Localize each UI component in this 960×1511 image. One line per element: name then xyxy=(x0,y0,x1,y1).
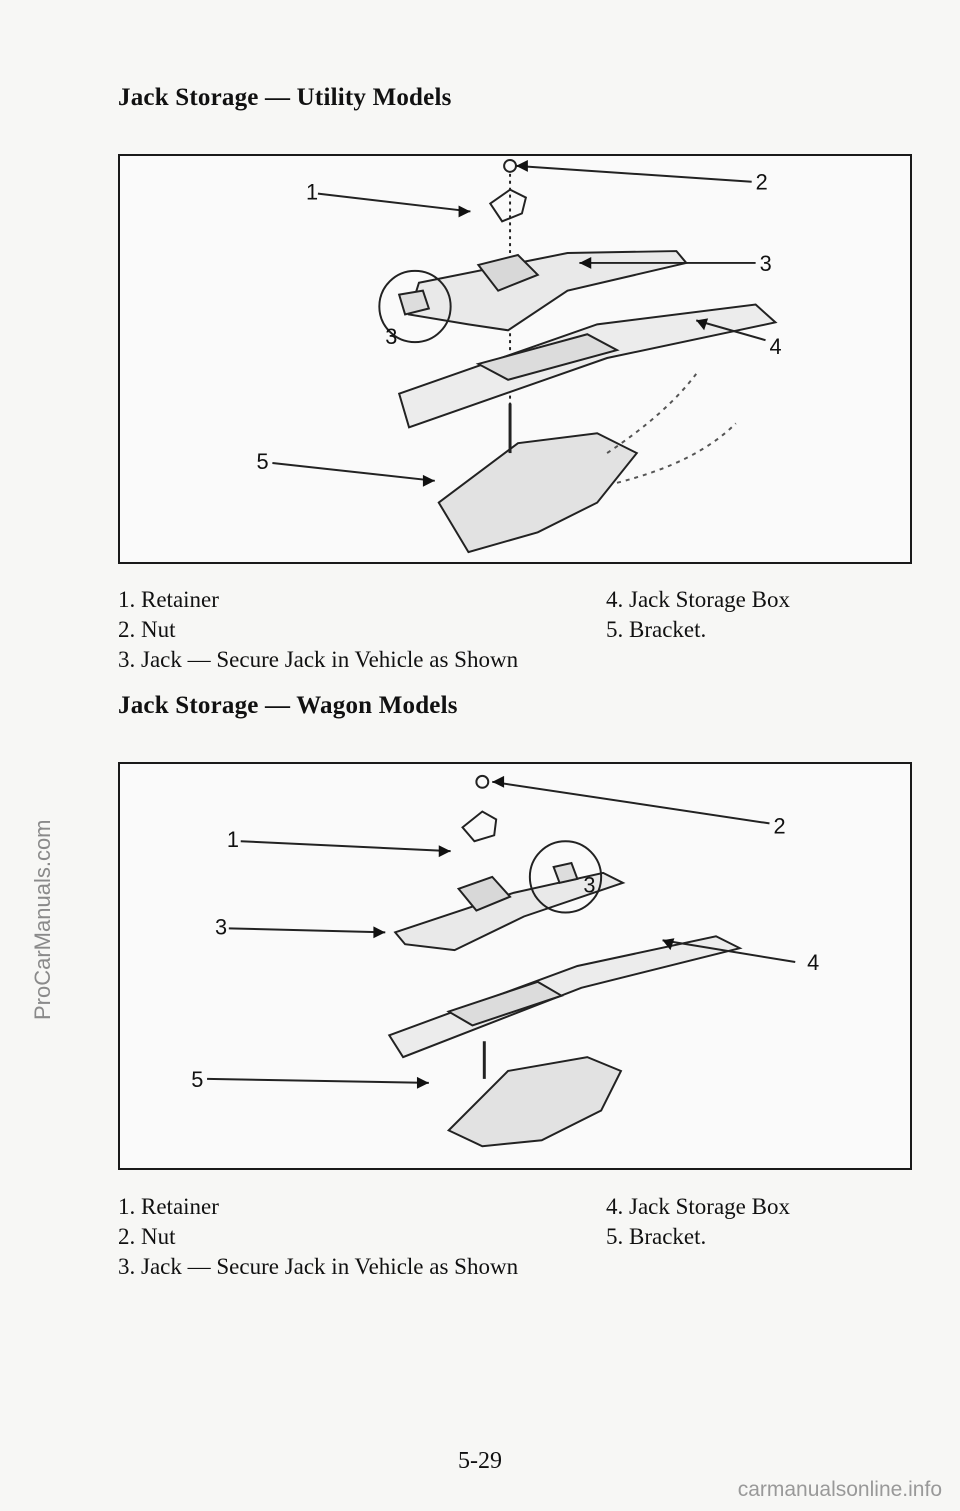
callout-5: 5 xyxy=(257,449,269,474)
utility-jack-diagram: 1 2 3 3 4 5 xyxy=(257,158,782,554)
jack-box-shape xyxy=(397,303,778,429)
callout-3: 3 xyxy=(215,914,227,939)
legend-item: 3. Jack — Secure Jack in Vehicle as Show… xyxy=(118,647,519,672)
footer-url: carmanualsonline.info xyxy=(737,1478,942,1501)
legend-item: 2. Nut xyxy=(118,617,176,642)
page-number: 5-29 xyxy=(458,1448,502,1474)
section-heading-utility: Jack Storage — Utility Models xyxy=(118,84,452,111)
jack-box-shape xyxy=(387,935,743,1059)
figure-utility-jack-storage: 1 2 3 3 4 5 xyxy=(118,154,912,564)
retainer-shape xyxy=(461,810,498,843)
jack-shape xyxy=(393,871,626,952)
legend-item: 3. Jack — Secure Jack in Vehicle as Show… xyxy=(118,1254,519,1279)
wagon-jack-diagram: 1 2 3 3 4 5 xyxy=(191,774,819,1148)
sidebar-watermark: ProCarManuals.com xyxy=(30,819,55,1020)
jack-detail-circle xyxy=(378,269,452,344)
legend-item: 2. Nut xyxy=(118,1224,176,1249)
section-heading-wagon: Jack Storage — Wagon Models xyxy=(118,692,458,719)
nut-shape xyxy=(475,774,490,789)
callout-1: 1 xyxy=(227,827,239,852)
bracket-shape xyxy=(437,432,639,554)
callout-3-circle: 3 xyxy=(385,324,397,349)
jack-detail-circle xyxy=(528,840,603,914)
callout-5: 5 xyxy=(191,1067,203,1092)
legend-item: 5. Bracket. xyxy=(606,617,707,642)
legend-item: 1. Retainer xyxy=(118,1194,219,1219)
callout-3-circle: 3 xyxy=(583,873,595,898)
legend-item: 1. Retainer xyxy=(118,587,219,612)
callout-2: 2 xyxy=(756,170,768,195)
figure-wagon-jack-storage: 1 2 3 3 4 5 xyxy=(118,762,912,1170)
jack-shape xyxy=(407,250,689,332)
callout-1: 1 xyxy=(306,180,318,205)
legend-item: 5. Bracket. xyxy=(606,1224,707,1249)
callout-2: 2 xyxy=(773,813,785,838)
callout-4: 4 xyxy=(769,334,781,359)
legend-item: 4. Jack Storage Box xyxy=(606,587,790,612)
callout-3: 3 xyxy=(760,251,772,276)
callout-4: 4 xyxy=(807,950,819,975)
nut-shape xyxy=(503,158,517,173)
legend-item: 4. Jack Storage Box xyxy=(606,1194,790,1219)
bracket-shape xyxy=(446,1056,623,1148)
retainer-shape xyxy=(488,188,528,223)
